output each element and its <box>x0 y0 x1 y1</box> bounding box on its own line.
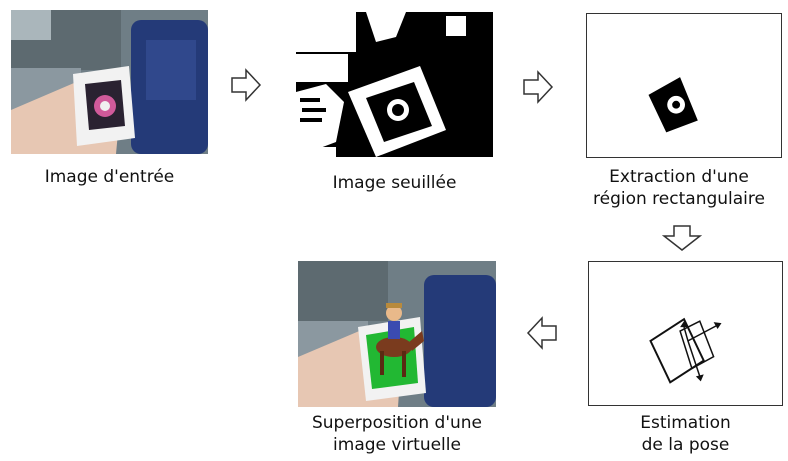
arrow-input-to-threshold <box>230 68 262 102</box>
input-photo-illustration <box>11 10 208 154</box>
caption-pose-line2: de la pose <box>641 435 730 455</box>
hollow-arrow-icon <box>523 70 554 104</box>
hollow-arrow-icon <box>662 225 702 251</box>
arrow-pose-to-overlay <box>526 316 558 350</box>
caption-pose-line1: Estimation <box>640 413 731 433</box>
overlay-image <box>298 261 496 407</box>
threshold-image <box>296 12 493 157</box>
caption-input: Image d'entrée <box>44 167 175 187</box>
pose-axes-illustration <box>649 317 722 384</box>
caption-extraction: Extraction d'une région rectangulaire <box>570 166 788 210</box>
extracted-region-illustration <box>648 77 698 133</box>
arrow-threshold-to-extraction <box>522 70 554 104</box>
hollow-arrow-icon <box>231 68 262 102</box>
caption-extraction-line1: Extraction d'une <box>609 167 749 187</box>
caption-pose: Estimation de la pose <box>588 412 783 456</box>
virtual-overlay-illustration <box>298 261 496 407</box>
caption-extraction-line2: région rectangulaire <box>593 189 765 209</box>
caption-overlay: Superposition d'une image virtuelle <box>280 412 514 456</box>
caption-threshold: Image seuillée <box>332 173 457 193</box>
caption-overlay-line1: Superposition d'une <box>311 413 483 433</box>
hollow-arrow-icon <box>526 316 557 350</box>
input-image <box>11 10 208 154</box>
extraction-image <box>586 13 782 158</box>
arrow-extraction-to-pose <box>662 224 702 252</box>
pose-estimation-image <box>588 261 783 406</box>
threshold-illustration <box>296 12 493 157</box>
caption-overlay-line2: image virtuelle <box>333 435 461 455</box>
